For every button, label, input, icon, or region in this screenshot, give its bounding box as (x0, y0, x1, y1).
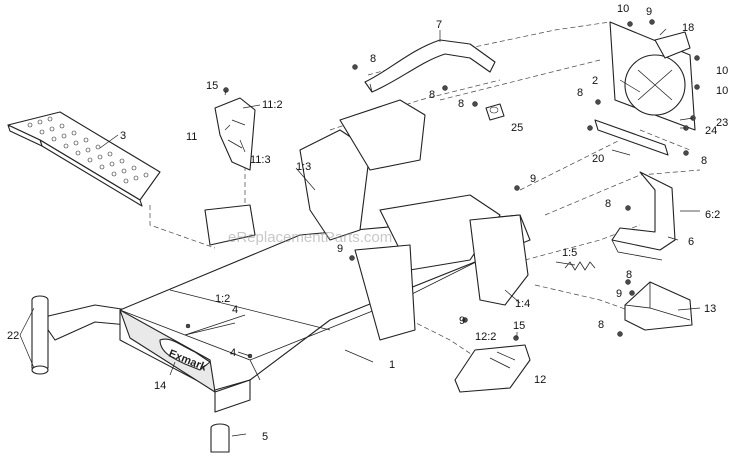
callout-11-3: 11:3 (250, 154, 271, 166)
rear-shield-part (594, 21, 696, 156)
callout-15b: 15 (513, 320, 525, 332)
callout-1-5: 1:5 (562, 247, 577, 259)
callout-2: 2 (592, 75, 598, 87)
callout-1: 1 (389, 359, 395, 371)
callout-9c: 9 (459, 315, 465, 327)
callout-1-4: 1:4 (515, 298, 530, 310)
callout-22: 22 (7, 330, 19, 342)
hardware-fasteners (223, 19, 700, 341)
callout-24: 24 (705, 125, 717, 137)
callout-3: 3 (120, 130, 126, 142)
caster-pivot-part (31, 295, 129, 375)
bumper-part (624, 281, 693, 331)
callout-11-2: 11:2 (262, 99, 283, 111)
callout-15a: 15 (206, 80, 218, 92)
callout-8b: 8 (429, 89, 435, 101)
callout-labels: 1 1:2 1:3 1:4 1:5 2 3 4 4 5 6 6:2 7 8 8 … (7, 3, 728, 443)
callout-8e: 8 (701, 155, 707, 167)
control-plate-part (454, 344, 531, 393)
spring-part (564, 261, 596, 271)
callout-9e: 9 (646, 6, 652, 18)
decal-part (654, 31, 691, 59)
callout-9d: 9 (616, 288, 622, 300)
watermark-text: eReplacementParts.com (228, 229, 392, 246)
callout-10c: 10 (716, 85, 728, 97)
seat-bracket-part (214, 97, 256, 171)
callout-14: 14 (154, 380, 166, 392)
main-frame-part (119, 99, 531, 413)
callout-12: 12 (534, 374, 546, 386)
decal-strip-part (184, 314, 253, 359)
callout-9a: 9 (530, 173, 536, 185)
side-shield-part (611, 171, 676, 261)
callout-25: 25 (511, 122, 523, 134)
callout-9b: 9 (337, 243, 343, 255)
callout-8c: 8 (458, 98, 464, 110)
fender-part (364, 39, 496, 93)
callout-7: 7 (436, 19, 442, 31)
callout-4b: 4 (230, 347, 236, 359)
callout-23: 23 (716, 117, 728, 129)
callout-5: 5 (262, 431, 268, 443)
callout-1-2: 1:2 (215, 293, 230, 305)
callout-1-3: 1:3 (296, 161, 311, 173)
callout-8a: 8 (370, 53, 376, 65)
leader-lines (19, 28, 701, 437)
callout-6: 6 (688, 236, 694, 248)
callout-8g: 8 (626, 269, 632, 281)
callout-8d: 8 (577, 87, 583, 99)
callout-12-2: 12:2 (475, 331, 496, 343)
callout-13: 13 (704, 303, 716, 315)
callout-20: 20 (592, 153, 604, 165)
axle-tube-part (210, 423, 230, 453)
callout-10b: 10 (716, 65, 728, 77)
callout-10a: 10 (617, 3, 629, 15)
callout-18: 18 (682, 22, 694, 34)
grommet-part (485, 103, 505, 121)
callout-8f: 8 (605, 198, 611, 210)
callout-8h: 8 (598, 319, 604, 331)
callout-6-2: 6:2 (705, 209, 720, 221)
callout-4a: 4 (232, 304, 238, 316)
callout-11: 11 (186, 131, 197, 143)
floor-pan-part (7, 111, 161, 207)
